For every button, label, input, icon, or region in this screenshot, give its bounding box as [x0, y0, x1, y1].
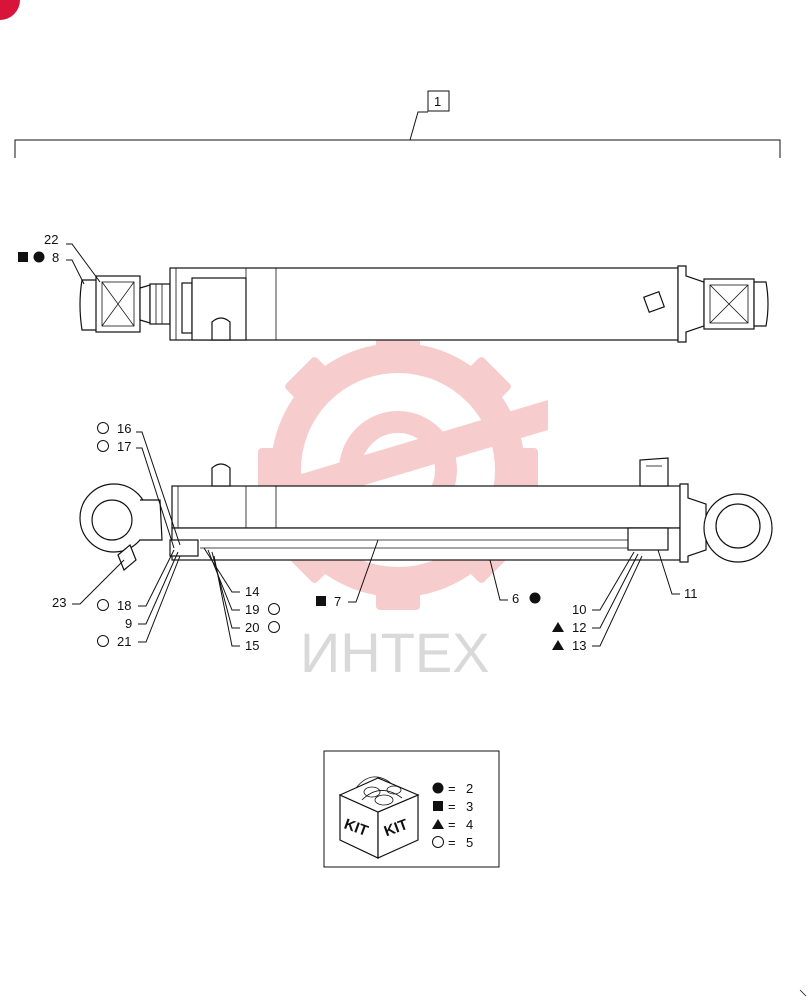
callout-11: 11 [684, 586, 698, 601]
cylinder-section-view [79, 457, 773, 571]
callout-13: 13 [572, 638, 586, 653]
callout-16: 16 [117, 421, 131, 436]
cylinder-top-view [79, 265, 769, 343]
kit-legend: KIT KIT = 2 = 3 = 4 = 5 [323, 750, 500, 868]
filled-triangle-icon [432, 819, 444, 829]
watermark-gear-icon [248, 330, 548, 610]
callout-10: 10 [572, 602, 586, 617]
callout-12: 12 [572, 620, 586, 635]
watermark-text: ИНТЕХ [300, 621, 490, 684]
callout-7: 7 [334, 594, 341, 609]
legend-value-3: 4 [466, 817, 473, 832]
legend-eq-3: = [448, 817, 456, 832]
assembly-bracket [14, 90, 781, 158]
filled-circle-icon [432, 782, 444, 794]
legend-eq-1: = [448, 781, 456, 796]
leader-lines [66, 243, 680, 647]
open-circle-icon [432, 836, 444, 848]
legend-value-2: 3 [466, 799, 473, 814]
callout-21: 21 [117, 634, 131, 649]
callout-18: 18 [117, 598, 131, 613]
callout-22: 22 [44, 232, 58, 247]
callout-1: 1 [434, 94, 441, 109]
callout-8: 8 [52, 250, 59, 265]
callout-9: 9 [125, 616, 132, 631]
callout-15: 15 [245, 638, 259, 653]
callout-symbols [18, 251, 564, 650]
kit-box-icon [338, 776, 420, 859]
callout-17: 17 [117, 439, 131, 454]
filled-square-icon [433, 801, 443, 811]
callout-6: 6 [512, 591, 519, 606]
callout-20: 20 [245, 620, 259, 635]
legend-value-4: 5 [466, 835, 473, 850]
callout-19: 19 [245, 602, 259, 617]
legend-eq-4: = [448, 835, 456, 850]
legend-eq-2: = [448, 799, 456, 814]
callout-23: 23 [52, 595, 66, 610]
corner-badge [0, 0, 20, 20]
corner-mark [799, 989, 807, 997]
legend-value-1: 2 [466, 781, 473, 796]
callout-14: 14 [245, 584, 259, 599]
